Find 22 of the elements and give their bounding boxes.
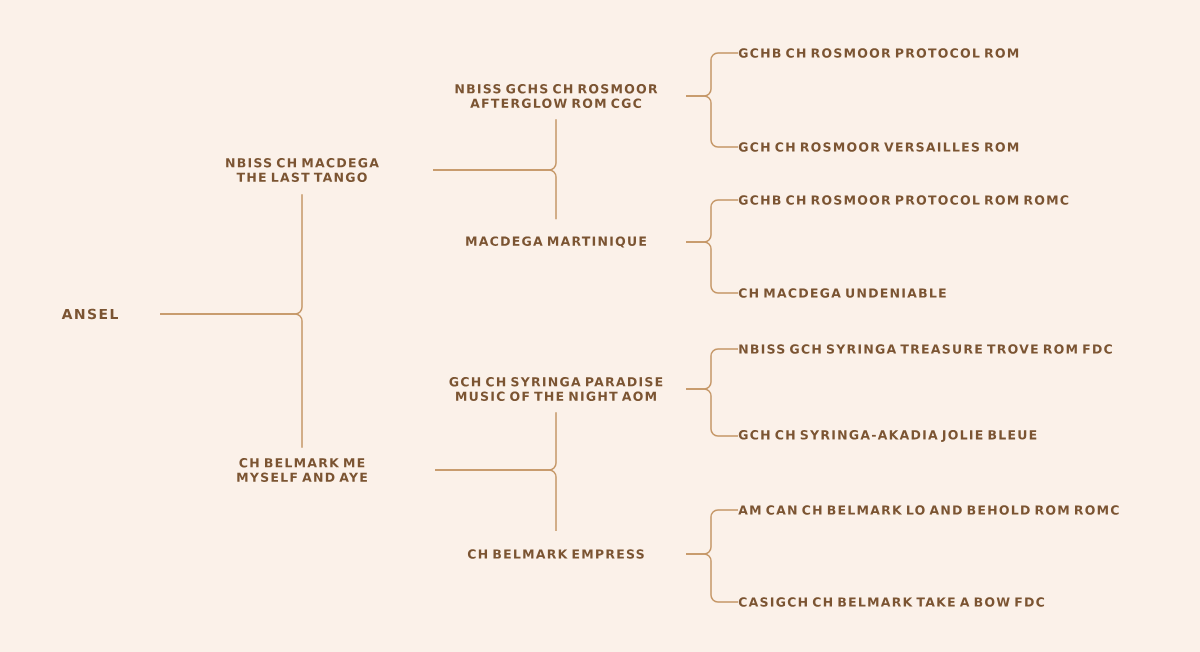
bracket-connector [159,313,303,449]
name-label: NBISS GCHS CH ROSMOOR AFTERGLOW ROM CGC [455,84,658,108]
name-label: GCH CH ROSMOOR VERSAILLES ROM [738,142,1019,152]
name-label: ANSEL [61,308,118,320]
name-label: NBISS CH MACDEGA THE LAST TANGO [226,158,379,182]
bracket-connector [434,469,557,532]
name-label: GCH CH SYRINGA PARADISE MUSIC OF THE NIGHT AOM [449,377,663,401]
bracket-connector [432,169,557,220]
bracket-connector [685,95,739,148]
bracket-connector [685,388,739,437]
name-label: GCHB CH ROSMOOR PROTOCOL ROM [738,48,1019,58]
name-label: CH BELMARK ME MYSELF AND AYE [237,458,367,482]
name-label: GCH CH SYRINGA-AKADIA JOLIE BLEUE [738,430,1037,442]
name-label: NBISS GCH SYRINGA TREASURE TROVE ROM FDC [739,344,1112,354]
name-label: GCHB CH ROSMOOR PROTOCOL ROM ROMC [738,195,1069,205]
name-label: CASIGCH CH BELMARK TAKE A BOW FDC [738,597,1045,607]
name-label: CH MACDEGA UNDENIABLE [738,288,946,298]
bracket-connector [685,553,739,603]
name-label: AM CAN CH BELMARK LO AND BEHOLD ROM ROMC [738,505,1119,515]
name-label: CH BELMARK EMPRESS [467,549,644,559]
name-label: MACDEGA MARTINIQUE [466,236,646,248]
bracket-connector [685,241,739,294]
